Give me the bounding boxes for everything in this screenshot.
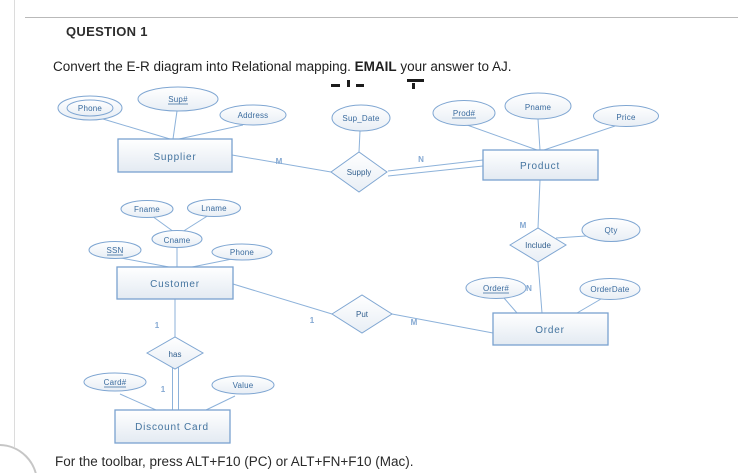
cardinality-label: 1 — [161, 385, 166, 394]
attribute-sup-date: Sup_Date — [331, 104, 391, 132]
attribute-label: Lname — [201, 204, 227, 213]
question-prompt: Convert the E-R diagram into Relational … — [53, 59, 511, 74]
entity-supplier: Supplier — [117, 138, 233, 173]
relationship-label: has — [169, 350, 182, 359]
attribute-label: Qty — [604, 226, 617, 235]
cardinality-label: N — [418, 155, 424, 164]
entity-label: Order — [535, 325, 565, 336]
attribute-pname: Pname — [504, 92, 572, 120]
cardinality-labels: M N M N 1 M 1 1 — [155, 155, 532, 394]
entity-label: Customer — [150, 279, 200, 290]
cardinality-label: M — [411, 318, 418, 327]
cardinality-label: 1 — [155, 321, 160, 330]
attribute-label: SSN — [106, 246, 123, 255]
cropped-image-artifact — [347, 80, 350, 87]
entity-label: Supplier — [153, 152, 196, 163]
attribute-value: Value — [211, 375, 275, 395]
attribute-label: OrderDate — [590, 285, 629, 294]
attribute-qty: Qty — [581, 218, 641, 242]
cardinality-label: M — [276, 157, 283, 166]
attribute-supplier-phone: Phone — [57, 95, 123, 121]
prompt-email-bold: EMAIL — [354, 59, 397, 74]
attribute-label: Address — [238, 111, 269, 120]
attribute-order-number: Order# — [465, 277, 527, 299]
attribute-label: Phone — [78, 104, 102, 113]
attribute-label: Cname — [164, 236, 191, 245]
attribute-card-number: Card# — [83, 372, 147, 392]
relationship-label: Supply — [347, 168, 371, 177]
entity-order: Order — [492, 312, 609, 346]
section-divider — [25, 17, 738, 18]
attribute-order-date: OrderDate — [579, 278, 641, 300]
attribute-label: Phone — [230, 248, 254, 257]
attribute-label: Pname — [525, 103, 552, 112]
relationship-has: has — [145, 336, 205, 370]
editor-toolbar-hint: For the toolbar, press ALT+F10 (PC) or A… — [55, 454, 414, 469]
attribute-ssn: SSN — [88, 241, 142, 259]
attribute-label: Order# — [483, 284, 509, 293]
relationship-label: Include — [525, 241, 551, 250]
attribute-address: Address — [219, 104, 287, 126]
entity-discount-card: Discount Card — [114, 409, 231, 444]
left-border-rule — [14, 0, 15, 447]
relationship-include: Include — [509, 227, 567, 263]
cardinality-label: 1 — [310, 316, 315, 325]
cropped-image-artifact — [412, 83, 415, 89]
cardinality-label: M — [520, 221, 527, 230]
cropped-image-artifact — [331, 84, 340, 87]
attribute-lname: Lname — [187, 199, 241, 217]
attribute-label: Fname — [134, 205, 160, 214]
relationship-supply: Supply — [330, 151, 388, 193]
attribute-label: Value — [233, 381, 254, 390]
attribute-label: Sup# — [168, 95, 188, 104]
attribute-sup-number: Sup# — [137, 86, 219, 112]
attribute-price: Price — [593, 105, 659, 127]
entity-customer: Customer — [116, 266, 234, 300]
cropped-image-artifact — [407, 79, 424, 82]
er-connector-lines — [102, 110, 616, 411]
relationship-put: Put — [331, 294, 393, 334]
entity-label: Discount Card — [135, 422, 209, 433]
attribute-label: Card# — [104, 378, 127, 387]
attribute-label: Prod# — [453, 109, 476, 118]
entity-label: Product — [520, 161, 560, 172]
attribute-fname: Fname — [120, 200, 174, 218]
prompt-suffix: your answer to AJ. — [396, 59, 512, 74]
entity-product: Product — [482, 149, 599, 181]
attribute-label: Sup_Date — [342, 114, 380, 123]
cardinality-label: N — [526, 284, 532, 293]
relationship-label: Put — [356, 310, 369, 319]
attribute-label: Price — [616, 113, 636, 122]
cropped-image-artifact — [356, 84, 364, 87]
attribute-customer-phone: Phone — [211, 243, 273, 261]
attribute-cname: Cname — [151, 230, 203, 248]
attribute-prod-number: Prod# — [432, 100, 496, 126]
prompt-text: Convert the E-R diagram into Relational … — [53, 59, 355, 74]
question-title: QUESTION 1 — [66, 24, 148, 39]
